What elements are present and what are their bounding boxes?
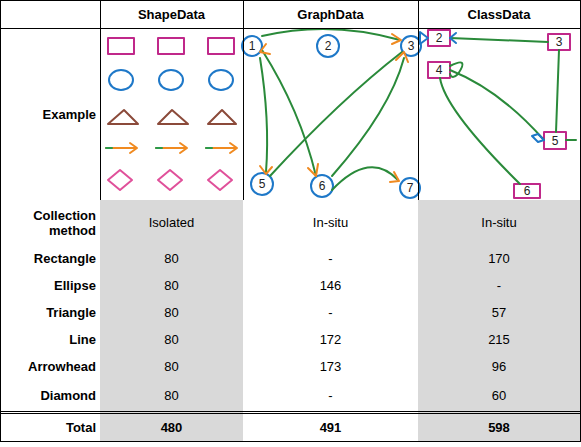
table-cell-text: Isolated (149, 215, 195, 230)
sketch-number: 3 (408, 40, 415, 52)
table-cell: 80 (100, 326, 244, 354)
table-cell: Total (0, 411, 101, 442)
table-cell-text: 57 (492, 305, 506, 320)
table-cell-text: 480 (161, 420, 183, 435)
table-cell: In-situ (243, 200, 419, 246)
table-cell-text: - (328, 251, 332, 266)
table-cell (418, 28, 581, 201)
table-cell-text: 80 (164, 305, 178, 320)
table-cell: 80 (100, 272, 244, 300)
sketch-number: 5 (552, 135, 559, 147)
table-cell-text: Line (69, 332, 96, 347)
table-cell-text: 146 (320, 278, 342, 293)
table-cell-text: 80 (164, 332, 178, 347)
table-cell: 173 (243, 353, 419, 381)
table-cell-text: Ellipse (54, 278, 96, 293)
table-cell-text: 173 (320, 359, 342, 374)
table-cell: 96 (418, 353, 581, 381)
table-cell-text: - (328, 305, 332, 320)
table-cell (243, 28, 419, 201)
table-cell-text: - (328, 388, 332, 403)
table-cell-text: ClassData (468, 7, 531, 22)
table-cell-text: 172 (320, 332, 342, 347)
table-cell: 172 (243, 326, 419, 354)
table-cell: 57 (418, 299, 581, 327)
table-cell: 215 (418, 326, 581, 354)
sketch-number: 7 (407, 182, 414, 194)
table-cell-text: 170 (488, 251, 510, 266)
table-cell-text: ShapeData (138, 7, 205, 22)
sketch-number: 3 (556, 36, 563, 48)
sketch-number: 6 (319, 180, 326, 192)
sketch-number: 1 (249, 40, 256, 52)
table-cell: 80 (100, 380, 244, 412)
table-cell: 80 (100, 353, 244, 381)
table-cell-text: 80 (164, 251, 178, 266)
table-cell: - (418, 272, 581, 300)
table-cell: ShapeData (100, 0, 244, 29)
table-cell: Ellipse (0, 272, 101, 300)
table-cell-text: 598 (488, 420, 510, 435)
table-cell: Isolated (100, 200, 244, 246)
sketch-number: 5 (259, 178, 266, 190)
table-cell: 598 (418, 411, 581, 442)
table-cell-text: GraphData (297, 7, 363, 22)
table-cell-text: 215 (488, 332, 510, 347)
table-cell-text: Total (66, 420, 96, 435)
table-cell-text: 80 (164, 388, 178, 403)
table-cell: - (243, 380, 419, 412)
table-cell: - (243, 299, 419, 327)
table-cell (100, 28, 244, 201)
table-cell: 146 (243, 272, 419, 300)
table-cell: 480 (100, 411, 244, 442)
sketch-number: 4 (436, 64, 443, 76)
table-cell: GraphData (243, 0, 419, 29)
table-cell-text: Collection method (1, 208, 96, 238)
sketch-number: 2 (325, 40, 332, 52)
table-cell: 60 (418, 380, 581, 412)
table-cell-text: 60 (492, 388, 506, 403)
sketch-number: 2 (436, 32, 443, 44)
table-cell-text: Arrowhead (28, 359, 96, 374)
table-cell: Triangle (0, 299, 101, 327)
table-cell: Diamond (0, 380, 101, 412)
table-cell: Collection method (0, 200, 101, 246)
table-cell: 491 (243, 411, 419, 442)
table-cell-text: Example (43, 107, 96, 122)
table-cell-text: In-situ (313, 215, 348, 230)
table-cell: 80 (100, 245, 244, 273)
table-cell: 170 (418, 245, 581, 273)
table-cell: In-situ (418, 200, 581, 246)
table-cell-text: In-situ (481, 215, 516, 230)
table-cell-text: 491 (320, 420, 342, 435)
table-cell: Example (0, 28, 101, 201)
table-cell-text: Rectangle (34, 251, 96, 266)
table-cell: - (243, 245, 419, 273)
table-cell: Line (0, 326, 101, 354)
table-cell: Arrowhead (0, 353, 101, 381)
table-cell: 80 (100, 299, 244, 327)
table-cell: Rectangle (0, 245, 101, 273)
table-cell-text: - (497, 278, 501, 293)
table-cell-text: 96 (492, 359, 506, 374)
table-cell-text: Diamond (40, 388, 96, 403)
table-cell-text: 80 (164, 278, 178, 293)
sketch-number: 6 (524, 185, 531, 197)
table-cell: ClassData (418, 0, 581, 29)
table-cell-text: 80 (164, 359, 178, 374)
table-cell-text: Triangle (46, 305, 96, 320)
table-cell (0, 0, 101, 29)
